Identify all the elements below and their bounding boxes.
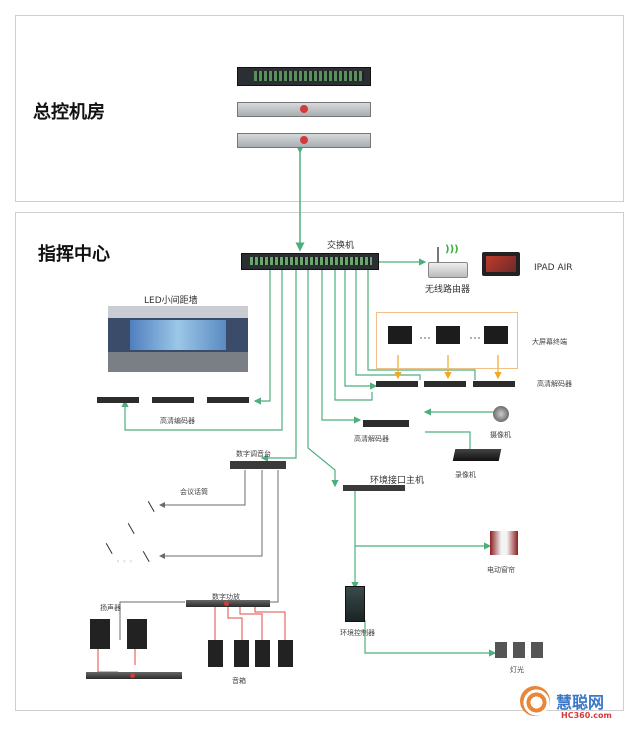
zone-command-center-title: 指挥中心 <box>38 244 110 265</box>
encoder-2 <box>152 397 194 403</box>
speaker-3 <box>255 640 270 667</box>
single-decoder <box>363 420 409 427</box>
recorder-device <box>452 449 502 461</box>
router-antenna <box>437 247 439 263</box>
led-wall-label: LED小间距墙 <box>144 296 198 306</box>
speaker-2 <box>234 640 249 667</box>
core-switch <box>237 67 371 86</box>
server-2 <box>237 133 371 148</box>
led-wall-image <box>108 306 248 372</box>
left-speaker-label: 扬声器 <box>100 604 121 612</box>
camera-device <box>493 406 509 422</box>
curtain-label: 电动窗帘 <box>487 566 515 574</box>
zone-command-center <box>15 212 624 711</box>
mic-group-label: 会议话筒 <box>180 488 208 496</box>
wireless-router <box>428 262 468 278</box>
camera-label: 摄像机 <box>490 431 511 439</box>
ipad-device <box>482 252 520 276</box>
mixer-label: 数字调音台 <box>236 450 271 458</box>
ring-interface-host <box>343 485 405 491</box>
pc-decoder-label: 高清解码器 <box>537 380 572 388</box>
encoder-3 <box>207 397 249 403</box>
left-speaker-2 <box>127 619 147 649</box>
computers-label: 灯光 <box>510 666 524 674</box>
speaker-1 <box>208 640 223 667</box>
curtain-device <box>490 531 518 555</box>
mic-bases: ◦ ◦ ◦ <box>116 558 133 566</box>
env-controller <box>345 586 365 622</box>
router-label: 无线路由器 <box>425 285 471 295</box>
watermark-logo-icon <box>520 686 550 716</box>
wifi-icon: ))) <box>445 244 459 255</box>
amp-label: 数字功放 <box>212 593 240 601</box>
left-speaker-1 <box>90 619 110 649</box>
computers-group <box>495 642 543 658</box>
sound-speakers-label: 音箱 <box>232 677 246 685</box>
single-decoder-label: 高清解码器 <box>354 435 389 443</box>
ring-host-label: 环境接口主机 <box>370 476 425 486</box>
pc-1 <box>388 326 412 344</box>
pc-group-label: 大屏幕终端 <box>532 338 567 346</box>
switch-label: 交换机 <box>327 241 355 251</box>
left-amp <box>86 672 182 679</box>
pc-group-box <box>376 312 518 369</box>
center-switch <box>241 253 379 270</box>
recorder-label: 录像机 <box>455 471 476 479</box>
watermark-brand: 慧聪网 <box>556 693 605 712</box>
pc-3 <box>484 326 508 344</box>
speaker-4 <box>278 640 293 667</box>
server-1 <box>237 102 371 117</box>
amplifier <box>186 600 270 607</box>
watermark-site: HC360.com <box>561 711 612 720</box>
encoder-group-label: 高清编码器 <box>160 417 195 425</box>
pc-2 <box>436 326 460 344</box>
ipad-label: IPAD AIR <box>534 263 573 273</box>
env-controller-label: 环境控制器 <box>340 629 375 637</box>
pc-decoder-1 <box>376 381 418 387</box>
pc-decoder-3 <box>473 381 515 387</box>
encoder-1 <box>97 397 139 403</box>
audio-mixer <box>230 461 286 469</box>
zone-control-room-title: 总控机房 <box>33 102 105 123</box>
pc-decoder-2 <box>424 381 466 387</box>
